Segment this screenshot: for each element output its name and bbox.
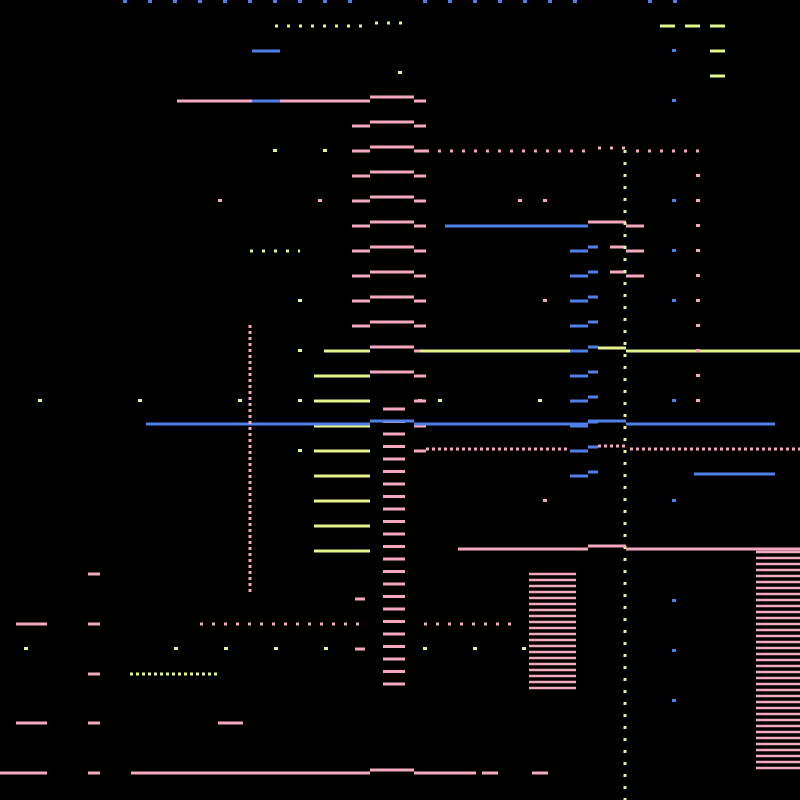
top-dot bbox=[548, 0, 552, 3]
dot bbox=[323, 149, 327, 152]
dot bbox=[298, 299, 302, 302]
dot bbox=[543, 499, 547, 502]
dot bbox=[543, 299, 547, 302]
dot bbox=[238, 399, 242, 402]
top-dot bbox=[323, 0, 327, 3]
top-dot bbox=[173, 0, 177, 3]
dot bbox=[298, 349, 302, 352]
dot bbox=[672, 199, 676, 202]
dot bbox=[318, 199, 322, 202]
dot bbox=[696, 199, 700, 202]
dot bbox=[672, 249, 676, 252]
dot bbox=[672, 699, 676, 702]
top-dot bbox=[648, 0, 652, 3]
dot bbox=[298, 449, 302, 452]
top-dot bbox=[448, 0, 452, 3]
dot bbox=[522, 647, 526, 650]
top-dot bbox=[148, 0, 152, 3]
dot bbox=[24, 647, 28, 650]
dot bbox=[696, 274, 700, 277]
dot bbox=[518, 199, 522, 202]
top-dot bbox=[348, 0, 352, 3]
dot bbox=[473, 647, 477, 650]
top-dot bbox=[473, 0, 477, 3]
dot bbox=[696, 349, 700, 352]
top-dot bbox=[498, 0, 502, 3]
top-dot bbox=[273, 0, 277, 3]
dot bbox=[696, 324, 700, 327]
dot bbox=[138, 399, 142, 402]
top-dot bbox=[523, 0, 527, 3]
top-dot bbox=[573, 0, 577, 3]
dot bbox=[298, 399, 302, 402]
top-dot bbox=[223, 0, 227, 3]
dot bbox=[672, 99, 676, 102]
dot bbox=[672, 299, 676, 302]
dot bbox=[696, 249, 700, 252]
dot bbox=[423, 647, 427, 650]
dot bbox=[672, 499, 676, 502]
top-dot bbox=[198, 0, 202, 3]
dot bbox=[273, 149, 277, 152]
dot bbox=[696, 224, 700, 227]
dot bbox=[438, 399, 442, 402]
dot bbox=[696, 174, 700, 177]
dot bbox=[538, 399, 542, 402]
dot bbox=[696, 299, 700, 302]
top-dot bbox=[248, 0, 252, 3]
dot bbox=[418, 399, 422, 402]
top-dot bbox=[298, 0, 302, 3]
dot bbox=[174, 647, 178, 650]
dot bbox=[672, 399, 676, 402]
dot bbox=[218, 199, 222, 202]
dot bbox=[696, 374, 700, 377]
top-dot bbox=[123, 0, 127, 3]
dot bbox=[398, 71, 402, 74]
top-dot bbox=[423, 0, 427, 3]
dot bbox=[38, 399, 42, 402]
top-dot bbox=[673, 0, 677, 3]
dot bbox=[274, 647, 278, 650]
dot bbox=[672, 599, 676, 602]
dot bbox=[543, 199, 547, 202]
dot bbox=[696, 399, 700, 402]
dot bbox=[324, 647, 328, 650]
dot bbox=[672, 49, 676, 52]
dot bbox=[224, 647, 228, 650]
dot bbox=[672, 649, 676, 652]
